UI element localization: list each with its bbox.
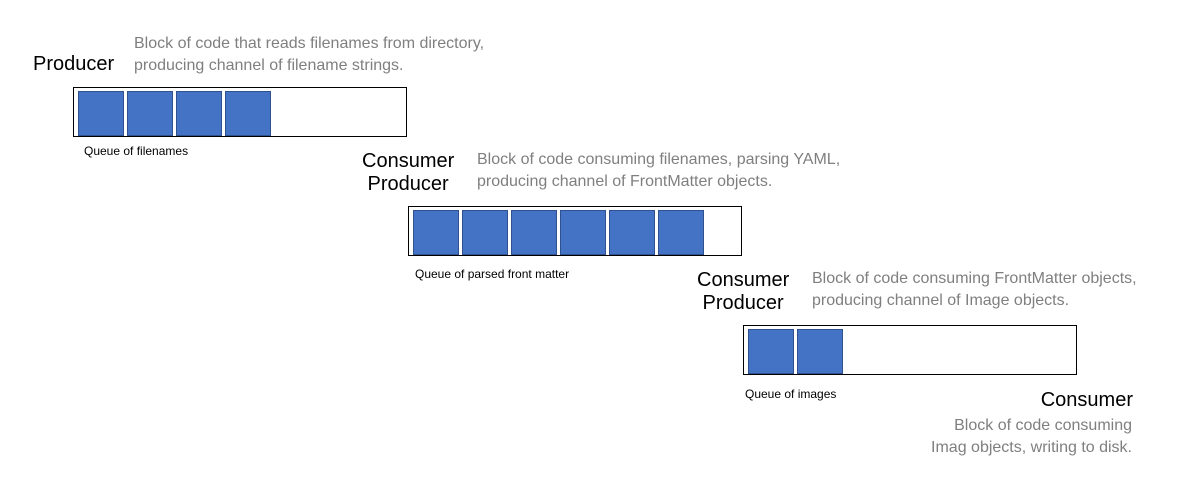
- queue-item: [462, 210, 508, 255]
- stage-1-role-producer: Producer: [33, 53, 115, 75]
- queue-filenames: [73, 87, 407, 137]
- queue-item: [609, 210, 655, 255]
- stage-3-role-consumer: Consumer: [697, 269, 790, 291]
- queue-item: [225, 91, 271, 136]
- queue-item: [413, 210, 459, 255]
- queue-parsed-front-matter: [408, 206, 742, 256]
- queue-images: [743, 325, 1077, 375]
- queue-item: [78, 91, 124, 136]
- stage-2-description-line-2: producing channel of FrontMatter objects…: [477, 173, 773, 190]
- stage-4-role: Consumer: [1041, 389, 1133, 412]
- stage-3-description-line-1: Block of code consuming FrontMatter obje…: [812, 270, 1137, 287]
- queue-filenames-label: Queue of filenames: [84, 144, 189, 158]
- stage-2-roles: Consumer Producer: [362, 150, 454, 196]
- stage-1-description-line-1: Block of code that reads filenames from …: [134, 35, 485, 52]
- stage-1-role: Producer: [33, 53, 114, 76]
- queue-item: [658, 210, 704, 255]
- queue-parsed-front-matter-label: Queue of parsed front matter: [415, 267, 570, 281]
- stage-4-description-line-2: Imag objects, writing to disk.: [931, 439, 1132, 456]
- stage-2-role-consumer: Consumer: [362, 150, 455, 172]
- queue-images-label: Queue of images: [745, 387, 837, 401]
- stage-3-description-line-2: producing channel of Image objects.: [812, 292, 1070, 309]
- stage-4-description-line-1: Block of code consuming: [954, 417, 1132, 434]
- stage-3-role-producer: Producer: [702, 292, 784, 314]
- queue-item: [560, 210, 606, 255]
- stage-3-roles: Consumer Producer: [697, 269, 789, 315]
- stage-4-description: Block of code consuming Imag objects, wr…: [931, 415, 1132, 459]
- queue-item: [511, 210, 557, 255]
- stage-4-role-consumer: Consumer: [1040, 389, 1133, 411]
- queue-item: [127, 91, 173, 136]
- stage-2-role-producer: Producer: [367, 173, 449, 195]
- stage-3-description: Block of code consuming FrontMatter obje…: [812, 268, 1137, 312]
- stage-1-description: Block of code that reads filenames from …: [134, 33, 484, 77]
- stage-2-description: Block of code consuming filenames, parsi…: [477, 149, 840, 193]
- queue-item: [748, 329, 794, 374]
- queue-item: [176, 91, 222, 136]
- queue-item: [797, 329, 843, 374]
- stage-1-description-line-2: producing channel of filename strings.: [134, 57, 404, 74]
- stage-2-description-line-1: Block of code consuming filenames, parsi…: [477, 151, 841, 168]
